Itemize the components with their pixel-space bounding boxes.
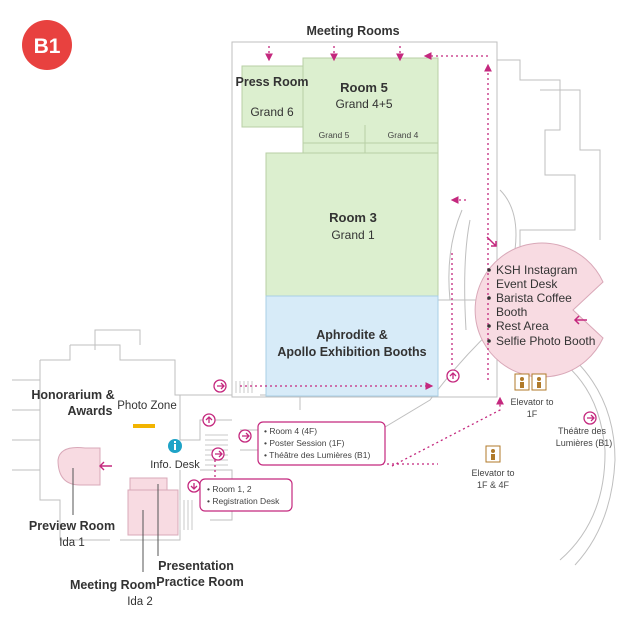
bullet-icon [487,324,491,328]
lounge-list: KSH Instagram Event Desk Barista Coffee … [487,263,595,348]
grand4-label: Grand 4 [388,130,419,140]
arrow-right-icon [583,411,597,425]
room-3[interactable] [265,152,439,297]
arrow-up-icon [446,369,460,383]
elevator-icon [531,373,547,391]
callout-item: • Room 4 (4F) [264,426,317,436]
press-room-sub: Grand 6 [250,105,294,119]
elevator-icon [514,373,530,391]
leader-lines [72,468,159,572]
presentation-line1: Presentation [158,559,234,573]
room3-name: Room 3 [329,210,377,225]
lounge-item: Barista Coffee [496,291,572,305]
bullet-icon [487,268,491,272]
direction-icons [99,236,597,493]
room3-sub: Grand 1 [331,228,375,242]
theatre-line1: Théâtre des [558,426,607,436]
arrow-right-icon [213,379,227,393]
honorarium-line2: Awards [68,404,113,418]
bullet-icon [487,339,491,343]
lounge-item: Event Desk [496,277,558,291]
callout-item: • Théâtre des Lumières (B1) [264,450,370,460]
room-5[interactable] [302,57,439,154]
callout-item: • Registration Desk [207,496,280,506]
photo-zone-marker [133,424,155,428]
presentation-line2: Practice Room [156,575,244,589]
arrow-left-icon [573,315,587,325]
meeting-rooms-title: Meeting Rooms [306,24,399,38]
route-paths [214,46,504,478]
lounge-item: KSH Instagram [496,263,577,277]
elevator-1f-line1: Elevator to [510,397,553,407]
info-desk-label: Info. Desk [150,459,200,471]
press-room-name: Press Room [236,75,309,89]
arrow-right-icon [211,447,225,461]
elevator-1f-line2: 1F [527,409,538,419]
arrow-down-icon [187,479,201,493]
honorarium-line1: Honorarium & [31,388,114,402]
arrow-left-icon [99,461,112,471]
presentation-practice-room-area[interactable] [129,477,168,491]
meeting-room-sub: Ida 2 [127,596,153,608]
preview-room-area[interactable] [57,447,101,486]
lounge-item: Booth [496,305,527,319]
press-room[interactable] [241,65,304,128]
callout-item: • Room 1, 2 [207,484,252,494]
meeting-room-label: Meeting Room [70,578,156,592]
elevator-1f4f-line1: Elevator to [471,468,514,478]
floor-badge [22,20,72,70]
callout-box-upper [257,421,386,466]
room5-sub: Grand 4+5 [335,97,392,111]
exhibition-line1: Aphrodite & [316,328,388,342]
elevator-1f4f-line2: 1F & 4F [477,480,510,490]
callout-item: • Poster Session (1F) [264,438,345,448]
arrow-up-icon [202,413,216,427]
elevator-icon [485,445,501,463]
arrow-diagonal-icon [486,236,497,247]
arrow-right-icon [238,429,252,443]
callout-box-lower [199,478,293,512]
lounge-item: Selfie Photo Booth [496,334,595,348]
meeting-room-area[interactable] [127,489,179,536]
grand5-label: Grand 5 [319,130,350,140]
room5-name: Room 5 [340,80,388,95]
preview-room-label: Preview Room [29,519,115,533]
bullet-icon [487,296,491,300]
floor-badge-label: B1 [34,35,61,58]
lounge-area[interactable] [474,242,604,378]
theatre-line2: Lumières (B1) [556,438,613,448]
preview-room-sub: Ida 1 [59,537,85,549]
exhibition-booths[interactable] [265,295,439,397]
lounge-item: Rest Area [496,319,549,333]
info-icon [168,439,182,453]
exhibition-line2: Apollo Exhibition Booths [277,345,426,359]
photo-zone-label: Photo Zone [117,400,176,412]
